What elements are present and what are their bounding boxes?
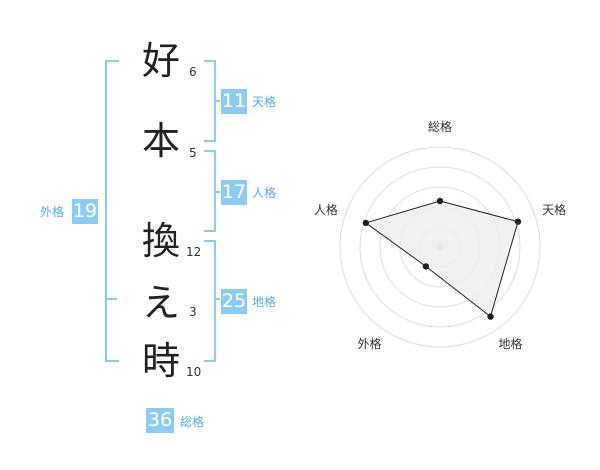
stroke-count-2: 5: [189, 146, 197, 160]
name-char-5: 時: [142, 339, 181, 383]
radar-point-1: [514, 218, 522, 225]
stroke-count-4: 3: [189, 305, 197, 319]
name-char-1: 好: [142, 39, 181, 83]
chikaku-label: 地格: [252, 295, 277, 309]
chikaku-value: 25: [221, 289, 247, 314]
name-char-3: 換: [142, 219, 181, 263]
tenkaku-bracket-tick: [214, 100, 220, 102]
radar-axis-label-2: 地格: [498, 336, 522, 351]
soukaku-label: 総格: [180, 415, 205, 429]
radar-axis-label-4: 人格: [314, 202, 338, 217]
radar-axis-label-3: 外格: [357, 336, 381, 351]
tenkaku-value: 11: [221, 89, 247, 114]
chikaku-bracket: [204, 240, 216, 362]
gaikaku-value: 19: [72, 199, 98, 224]
tenkaku-label: 天格: [252, 95, 277, 109]
name-char-4: え: [142, 281, 181, 325]
stroke-count-3: 12: [186, 245, 202, 259]
name-char-2: 本: [142, 119, 181, 163]
radar-points: [362, 197, 522, 320]
radar-point-3: [422, 263, 430, 270]
jinkaku-label: 人格: [252, 186, 277, 200]
radar-point-0: [436, 197, 444, 205]
gaikaku-bracket-mid-tick: [105, 298, 117, 300]
chikaku-bracket-tick: [214, 298, 220, 300]
radar-axis-label-0: 総格: [428, 119, 452, 134]
radar-point-2: [487, 313, 494, 320]
gaikaku-label: 外格: [40, 205, 65, 219]
radar-point-4: [362, 219, 370, 227]
jinkaku-value: 17: [221, 180, 247, 205]
radar-axis-label-1: 天格: [542, 202, 566, 217]
stroke-count-1: 6: [189, 65, 197, 79]
stroke-count-5: 10: [186, 365, 202, 379]
radar-area: [364, 200, 519, 318]
gaikaku-bracket: [105, 60, 119, 362]
jinkaku-bracket-tick: [214, 191, 220, 193]
soukaku-value: 36: [146, 408, 174, 433]
